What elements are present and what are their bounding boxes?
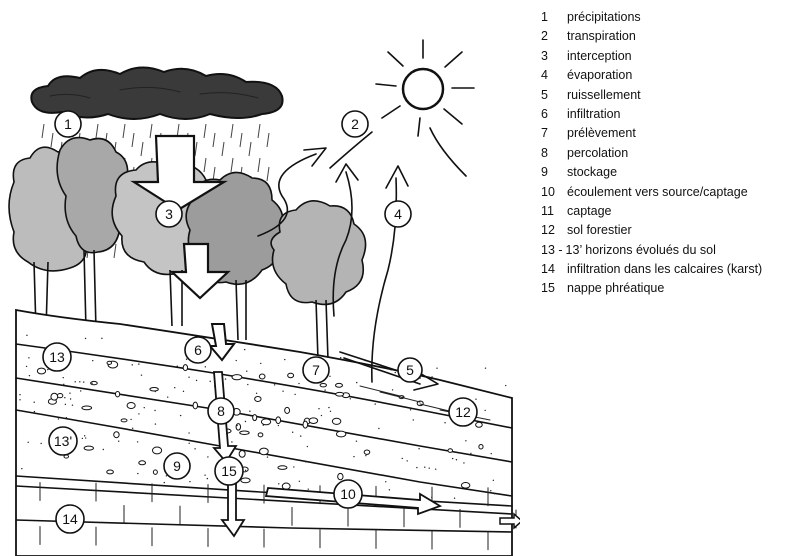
callout-1: 1 [55,111,81,137]
legend-number: 8 [541,144,567,163]
svg-text:2: 2 [351,116,359,132]
sun-icon [330,40,474,176]
legend-text: infiltration dans les calcaires (karst) [567,262,762,276]
callout-2: 2 [342,111,368,137]
callout-12: 12 [449,398,477,426]
legend-number: 13 - [541,241,563,260]
svg-text:5: 5 [406,362,414,378]
legend-text: ruissellement [567,88,641,102]
water-cycle-illustration: 1 2 3 4 5 6 7 8 9 10 11 12 13 13' 14 15 [0,0,520,556]
legend-text: évaporation [567,68,632,82]
callout-4: 4 [385,201,411,227]
svg-text:4: 4 [394,206,402,222]
legend-text: précipitations [567,10,641,24]
legend-number: 14 [541,260,567,279]
legend-text: percolation [567,146,628,160]
callout-8: 8 [208,398,234,424]
svg-text:9: 9 [173,458,181,474]
svg-text:6: 6 [194,342,202,358]
callout-13-prime: 13' [49,427,77,455]
svg-text:7: 7 [312,362,320,378]
svg-text:13': 13' [54,433,72,449]
legend-number: 5 [541,86,567,105]
legend-number: 6 [541,105,567,124]
svg-text:3: 3 [165,206,173,222]
legend-text: transpiration [567,29,636,43]
svg-text:1: 1 [64,116,72,132]
legend-number: 15 [541,279,567,298]
legend-number: 11 [541,202,567,221]
legend-number: 7 [541,124,567,143]
svg-text:14: 14 [62,511,78,527]
svg-text:10: 10 [340,486,356,502]
callout-3: 3 [156,201,182,227]
legend-number: 1 [541,8,567,27]
legend-text: prélèvement [567,126,636,140]
legend-number: 9 [541,163,567,182]
legend-number: 10 [541,183,567,202]
legend-text: écoulement vers source/captage [567,185,748,199]
svg-text:15: 15 [221,463,237,479]
callout-6: 6 [185,337,211,363]
soil-layers [16,310,516,556]
legend-item: 13 -13’ horizons évolués du sol [541,241,795,260]
legend-text: stockage [567,165,617,179]
legend-number: 12 [541,221,567,240]
legend-number: 2 [541,27,567,46]
legend-text: sol forestier [567,223,632,237]
callout-5: 5 [398,358,422,382]
callout-13: 13 [43,343,71,371]
callout-10: 10 [334,480,362,508]
svg-text:12: 12 [455,404,471,420]
legend-text: nappe phréatique [567,281,664,295]
legend-text: infiltration [567,107,621,121]
callout-15: 15 [215,457,243,485]
svg-text:13: 13 [49,349,65,365]
legend-number: 3 [541,47,567,66]
legend-text: 13’ horizons évolués du sol [566,243,716,257]
callout-9: 9 [164,453,190,479]
svg-text:8: 8 [217,403,225,419]
callout-14: 14 [56,505,84,533]
legend-text: interception [567,49,632,63]
legend-number: 4 [541,66,567,85]
callout-7: 7 [303,357,329,383]
legend-text: captage [567,204,611,218]
